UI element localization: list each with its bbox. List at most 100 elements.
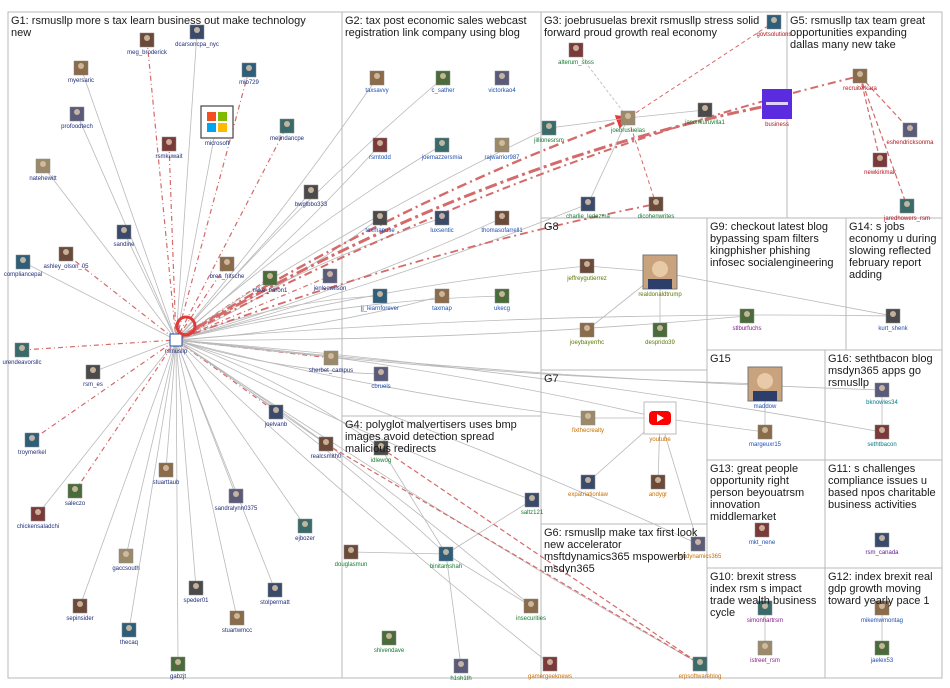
edge [175, 203, 657, 341]
node-label: rajwarrior987 [484, 155, 520, 161]
node-sandralynn0375[interactable]: sandralynn0375 [215, 488, 258, 512]
node-jillionesrsm[interactable]: jillionesrsm [533, 120, 564, 144]
node-chickensaladchi[interactable]: chickensaladchi [17, 506, 59, 530]
node-alterum_shss[interactable]: alterum_shss [558, 42, 594, 66]
node-thomasofarrell1[interactable]: thomasofarrell1 [481, 210, 523, 234]
node-label: profoodtech [61, 124, 93, 130]
node-jasonkuruvilla1[interactable]: jasonkuruvilla1 [684, 102, 726, 126]
node-eshendricksonma[interactable]: eshendricksonma [886, 122, 934, 146]
node-jeffreygutierrez[interactable]: jeffreygutierrez [566, 258, 607, 282]
avatar-face [546, 123, 552, 129]
node-newkirkmak[interactable]: newkirkmak [864, 152, 897, 176]
node-rsmusllp[interactable]: rsmusllp [165, 315, 197, 355]
node-victorkao4[interactable]: victorkao4 [488, 70, 516, 94]
node-business[interactable]: business [762, 89, 792, 128]
node-realcsmith0[interactable]: realcsmith0 [311, 436, 342, 460]
node-expatriationlaw[interactable]: expatriationlaw [568, 474, 609, 498]
node-mike_baron1[interactable]: mike_baron1 [253, 270, 288, 294]
node-insecurities[interactable]: insecurities [516, 598, 546, 622]
node-stlburfuchs[interactable]: stlburfuchs [732, 308, 762, 332]
node-luxsentic[interactable]: luxsentic [430, 210, 454, 234]
node-gabzjt[interactable]: gabzjt [170, 656, 186, 680]
node-sethtbacon[interactable]: sethtbacon [867, 424, 897, 448]
node-saleczo[interactable]: saleczo [65, 483, 86, 507]
node-melindancpe[interactable]: melindancpe [270, 118, 305, 142]
node-rsmkuwait[interactable]: rsmkuwait [155, 136, 183, 160]
node-taxsavvy[interactable]: taxsavvy [365, 70, 389, 94]
node-c_sather[interactable]: c_sather [431, 70, 455, 94]
node-mib729[interactable]: mib729 [239, 62, 259, 86]
node-microsoft[interactable]: microsoft [200, 105, 234, 147]
node-sandine[interactable]: sandine [113, 224, 135, 248]
node-msftdynamics365[interactable]: msftdynamics365 [675, 536, 722, 560]
node-urendeavorsllc[interactable]: urendeavorsllc [2, 342, 42, 366]
node-gaccsouth[interactable]: gaccsouth [112, 548, 140, 572]
node-dcarsoncpa_nyc[interactable]: dcarsoncpa_nyc [175, 24, 219, 48]
node-fixthecrealty[interactable]: fixthecrealty [572, 410, 604, 434]
node-joelvanb[interactable]: joelvanb [264, 404, 288, 428]
node-sherbet_campus[interactable]: sherbet_campus [309, 350, 353, 374]
node-ejbozer[interactable]: ejbozer [295, 518, 315, 542]
node-margeuxr15[interactable]: margeuxr15 [749, 424, 782, 448]
node-stuartwmcc[interactable]: stuartwmcc [222, 610, 252, 634]
avatar-face [308, 187, 314, 193]
node-taxmap[interactable]: taxmap [432, 288, 452, 312]
node-desprido39[interactable]: desprido39 [645, 322, 676, 346]
node-bknowles34[interactable]: bknowles34 [866, 382, 899, 406]
node-natehewitt[interactable]: natehewitt [29, 158, 57, 182]
node-jaredhowers_rsm[interactable]: jaredhowers_rsm [883, 198, 930, 222]
node-myersaric[interactable]: myersaric [68, 60, 94, 84]
edge [175, 295, 503, 341]
node-label: bwglbbo333 [295, 202, 328, 208]
node-profoodtech[interactable]: profoodtech [61, 106, 93, 130]
node-govtsolutions[interactable]: govtsolutions [756, 14, 792, 38]
node-istreet_rsm[interactable]: istreet_rsm [750, 640, 780, 664]
node-thecaq[interactable]: thecaq [120, 622, 138, 646]
node-shivendave[interactable]: shivendave [374, 630, 405, 654]
node-jj_learnforever[interactable]: jj_learnforever [360, 288, 399, 312]
edge [445, 499, 533, 555]
node-jaelex53[interactable]: jaelex53 [870, 640, 894, 664]
node-mkt_nene[interactable]: mkt_nene [749, 522, 776, 546]
node-brea_fritsche[interactable]: brea_fritsche [210, 256, 245, 280]
node-stolpermatt[interactable]: stolpermatt [260, 582, 290, 606]
node-simonhartrsm[interactable]: simonhartrsm [747, 600, 783, 624]
node-binitamshah[interactable]: binitamshah [430, 546, 462, 570]
node-recruiterkara[interactable]: recruiterkara [843, 68, 877, 92]
node-sepinsider[interactable]: sepinsider [66, 598, 94, 622]
node-realdonaldtrump[interactable]: realdonaldtrump [638, 254, 682, 298]
node-joeybayerrhc[interactable]: joeybayerrhc [569, 322, 604, 346]
node-meg_broderick[interactable]: meg_broderick [127, 32, 168, 56]
node-troymerkel[interactable]: troymerkel [18, 432, 46, 456]
node-erpsoftwareblog[interactable]: erpsoftwareblog [679, 656, 722, 680]
node-rsmtodd[interactable]: rsmtodd [369, 137, 391, 161]
node-taxmapuse[interactable]: taxmapuse [365, 210, 395, 234]
node-dicohenwrites[interactable]: dicohenwrites [638, 196, 675, 220]
node-ashley_olson_05[interactable]: ashley_olson_05 [43, 246, 89, 270]
node-gamergeeknews[interactable]: gamergeeknews [528, 656, 572, 680]
node-speder01[interactable]: speder01 [183, 580, 209, 604]
node-charlie_ledezma[interactable]: charlie_ledezma [566, 196, 611, 220]
node-saltz121[interactable]: saltz121 [521, 492, 544, 516]
node-bwglbbo333[interactable]: bwglbbo333 [295, 184, 328, 208]
node-rajwarrior987[interactable]: rajwarrior987 [484, 137, 520, 161]
node-compliancepal[interactable]: compliancepal [4, 254, 42, 278]
node-idlewog[interactable]: idlewog [371, 440, 391, 464]
node-maddow[interactable]: maddow [747, 366, 783, 410]
node-andygr[interactable]: andygr [649, 474, 667, 498]
node-rsm_canada[interactable]: rsm_canada [865, 532, 899, 556]
node-joebrusuelas[interactable]: joebrusuelas [610, 110, 645, 134]
node-youtube[interactable]: youtube [643, 401, 677, 443]
node-rsm_es[interactable]: rsm_es [83, 364, 103, 388]
node-cbruels[interactable]: cbruels [371, 366, 391, 390]
node-jenleewilson[interactable]: jenleewilson [313, 268, 347, 292]
node-h1sh1th[interactable]: h1sh1th [450, 658, 472, 682]
node-douglasmun[interactable]: douglasmun [335, 544, 368, 568]
node-kurt_shenk[interactable]: kurt_shenk [878, 308, 909, 332]
node-joemazzersmia[interactable]: joemazzersmia [421, 137, 463, 161]
node-ukecg[interactable]: ukecg [494, 288, 510, 312]
node-mikemwmontag[interactable]: mikemwmontag [861, 600, 903, 624]
node-stuarttaub[interactable]: stuarttaub [153, 462, 180, 486]
